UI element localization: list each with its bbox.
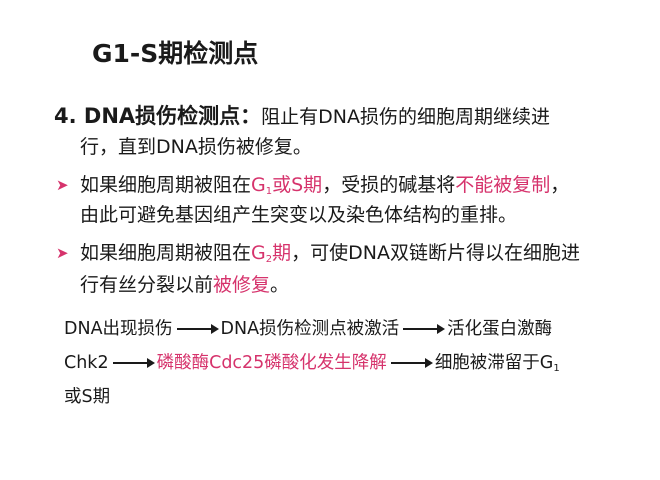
slide-title: G1-S期检测点 [92, 39, 259, 68]
text: 或S期 [272, 174, 323, 196]
subscript: 2 [265, 254, 273, 265]
highlight: G1或S期 [251, 174, 323, 197]
flow-step: 磷酸酶Cdc25磷酸化发生降解 [156, 353, 387, 373]
flow-line2: Chk2 磷酸酶Cdc25磷酸化发生降解 细胞被滞留于G1 [64, 352, 560, 380]
flow-step: Chk2 [64, 353, 109, 373]
text: 期 [272, 242, 292, 264]
highlight: 被修复 [213, 274, 271, 296]
bullet2-line2: 行有丝分裂以前被修复。 [80, 273, 289, 297]
text: ，受损的碱基将 [322, 174, 456, 196]
bullet1-line1: 如果细胞周期被阻在G1或S期，受损的碱基将不能被复制， [80, 173, 569, 204]
point4-heading: 4. DNA损伤检测点： [54, 104, 262, 128]
arrow-right-icon [176, 324, 219, 334]
flow-step: 细胞被滞留于G [434, 353, 554, 373]
text: 。 [270, 274, 290, 296]
text: 行有丝分裂以前 [80, 274, 214, 296]
arrow-right-icon [403, 324, 446, 334]
flow-line1: DNA出现损伤 DNA损伤检测点被激活 活化蛋白激酶 [64, 318, 552, 340]
point4-line1: 4. DNA损伤检测点：阻止有DNA损伤的细胞周期继续进 [54, 104, 550, 129]
point4-text: 阻止有DNA损伤的细胞周期继续进 [261, 106, 551, 128]
flow-line3: 或S期 [64, 387, 111, 407]
text: 如果细胞周期被阻在 [80, 242, 252, 264]
arrow-right-icon [390, 358, 433, 368]
flow-step: 活化蛋白激酶 [447, 319, 553, 339]
bullet2-line1: 如果细胞周期被阻在G2期，可使DNA双链断片得以在细胞进 [80, 241, 580, 272]
bullet-arrow-icon: ➤ [56, 244, 69, 262]
text: 如果细胞周期被阻在 [80, 174, 252, 196]
flow-step: DNA损伤检测点被激活 [220, 319, 400, 339]
text: ，可使DNA双链断片得以在细胞进 [291, 242, 580, 264]
text: G [251, 174, 266, 196]
arrow-right-icon [112, 358, 155, 368]
text: ， [550, 174, 570, 196]
text: G [251, 242, 266, 264]
flow-step: DNA出现损伤 [64, 319, 173, 339]
point4-line2: 行，直到DNA损伤被修复。 [80, 136, 312, 158]
subscript: 1 [265, 186, 273, 197]
bullet1-line2: 由此可避免基因组产生突变以及染色体结构的重排。 [80, 204, 518, 226]
highlight: G2期 [251, 242, 292, 265]
bullet-arrow-icon: ➤ [56, 176, 69, 194]
subscript: 1 [553, 363, 560, 374]
highlight: 不能被复制 [455, 174, 551, 196]
